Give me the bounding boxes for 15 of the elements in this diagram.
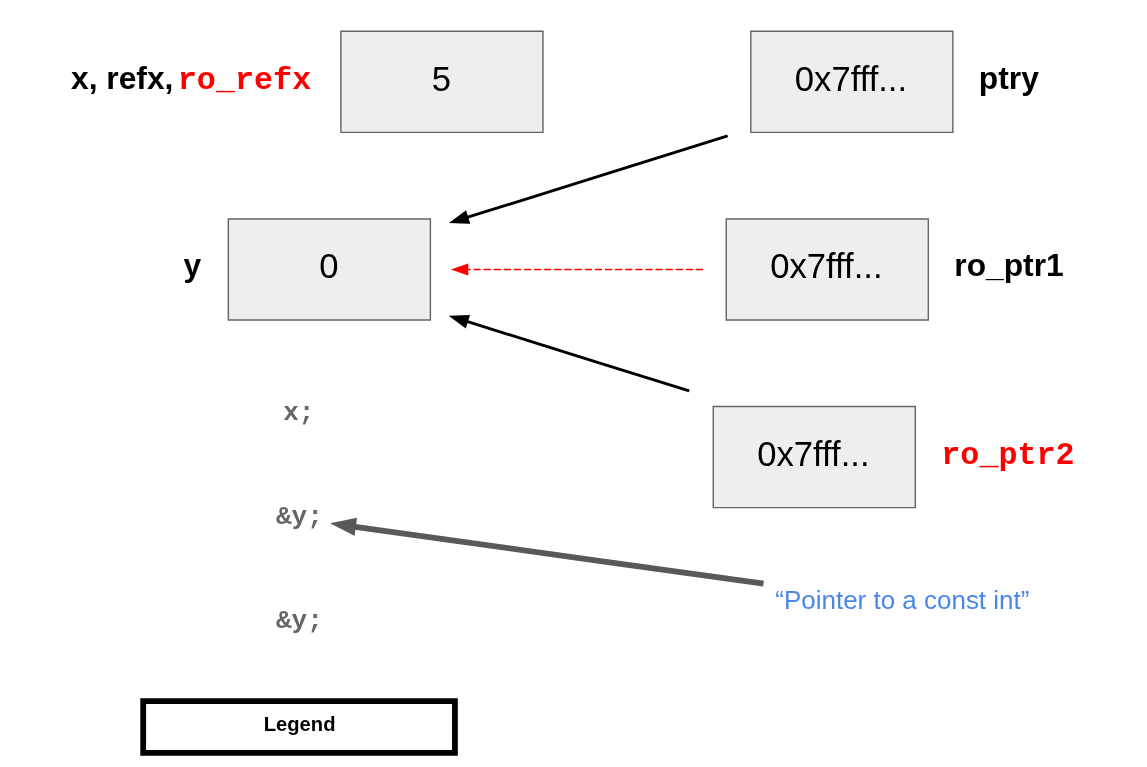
arrow: [448, 134, 728, 224]
label: &y;: [275, 605, 323, 636]
node-label: x, refx,: [70, 59, 173, 96]
node-text: &y;: [275, 502, 323, 533]
label: x;: [282, 398, 314, 429]
node-label: ro_ptr1: [953, 247, 1064, 284]
arrow: [329, 517, 764, 587]
node-label: ro_ptr2: [940, 437, 1075, 474]
node-label: ro_refx: [177, 62, 311, 99]
arrow: [450, 263, 704, 276]
arrow: [448, 315, 690, 393]
node-label: y: [183, 247, 201, 284]
node-text: “Pointer to a const int”: [774, 585, 1029, 616]
node-label: ptry: [978, 59, 1039, 96]
node-box: Legend: [139, 698, 458, 756]
